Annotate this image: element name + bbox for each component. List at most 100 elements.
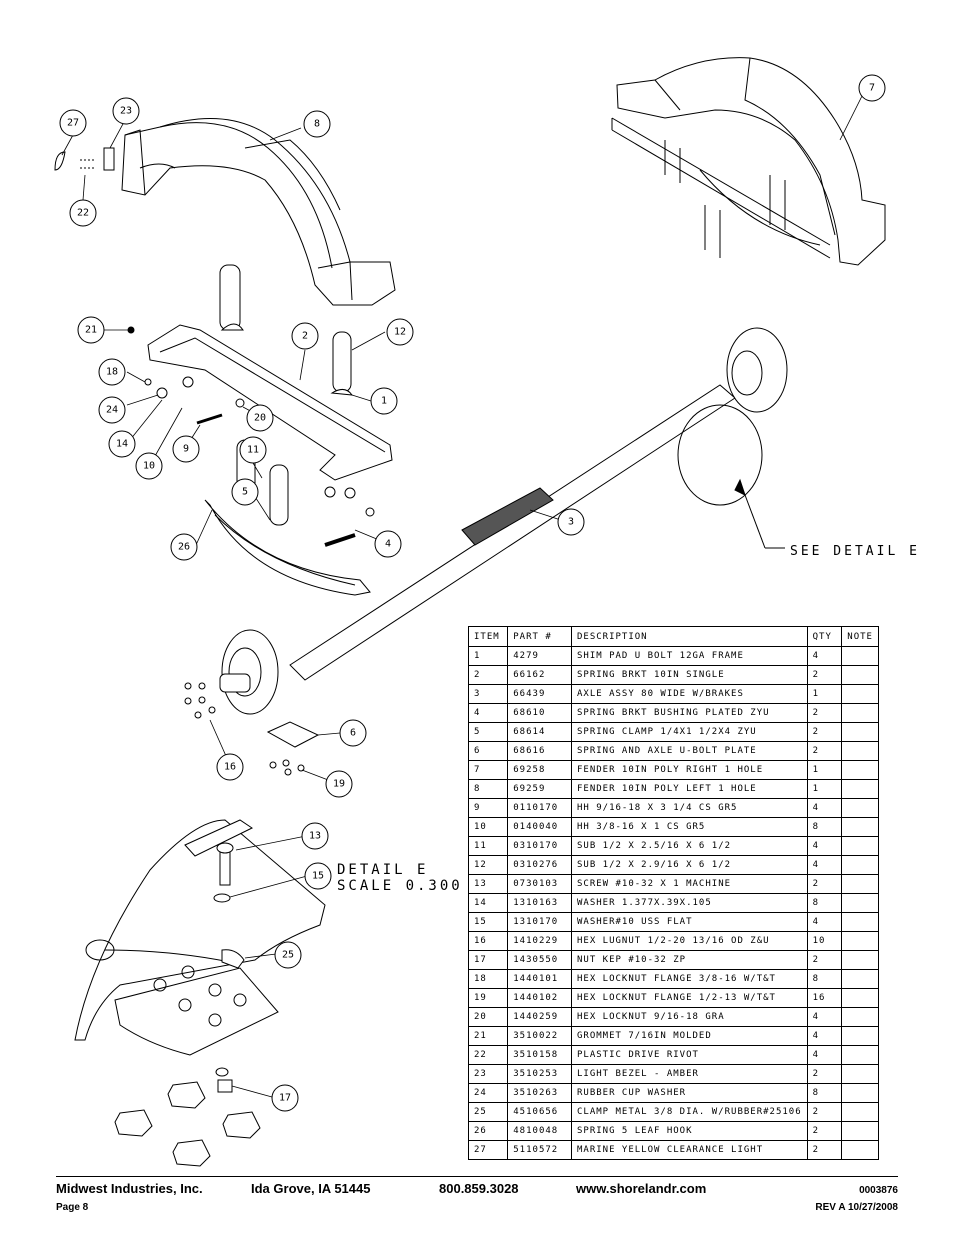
cell-qty: 4 <box>806 798 843 818</box>
header-qty: QTY <box>806 626 843 647</box>
cell-note <box>841 646 879 666</box>
callout-3: 3 <box>557 508 585 536</box>
svg-text:17: 17 <box>279 1093 291 1104</box>
cell-item: 25 <box>467 1102 509 1122</box>
header-description: DESCRIPTION <box>570 626 808 647</box>
cell-description: GROMMET 7/16IN MOLDED <box>570 1026 808 1046</box>
cell-qty: 10 <box>806 931 843 951</box>
callout-17: 17 <box>271 1084 299 1112</box>
cell-qty: 2 <box>806 703 843 723</box>
cell-part-number: 69259 <box>507 779 572 799</box>
callout-16: 16 <box>216 753 244 781</box>
cell-description: NUT KEP #10-32 ZP <box>570 950 808 970</box>
cell-qty: 2 <box>806 722 843 742</box>
callout-20: 20 <box>246 404 274 432</box>
cell-description: LIGHT BEZEL - AMBER <box>570 1064 808 1084</box>
cell-part-number: 4810048 <box>507 1121 572 1141</box>
cell-description: SUB 1/2 X 2.5/16 X 6 1/2 <box>570 836 808 856</box>
cell-item: 18 <box>467 969 509 989</box>
svg-text:11: 11 <box>247 445 259 456</box>
cell-description: HEX LOCKNUT FLANGE 3/8-16 W/T&T <box>570 969 808 989</box>
cell-qty: 1 <box>806 779 843 799</box>
svg-text:3: 3 <box>568 517 574 528</box>
cell-note <box>841 855 879 875</box>
cell-description: SCREW #10-32 X 1 MACHINE <box>570 874 808 894</box>
cell-item: 15 <box>467 912 509 932</box>
svg-text:6: 6 <box>350 728 356 739</box>
cell-item: 6 <box>467 741 509 761</box>
cell-qty: 8 <box>806 969 843 989</box>
cell-qty: 8 <box>806 893 843 913</box>
cell-note <box>841 836 879 856</box>
callout-4: 4 <box>374 530 402 558</box>
see-detail-e-label: SEE DETAIL E <box>790 544 920 559</box>
svg-text:13: 13 <box>309 831 321 842</box>
cell-item: 26 <box>467 1121 509 1141</box>
cell-qty: 4 <box>806 1007 843 1027</box>
cell-description: MARINE YELLOW CLEARANCE LIGHT <box>570 1140 808 1160</box>
svg-text:24: 24 <box>106 405 118 416</box>
cell-part-number: 0110170 <box>507 798 572 818</box>
cell-note <box>841 1007 879 1027</box>
cell-note <box>841 931 879 951</box>
cell-note <box>841 741 879 761</box>
cell-description: HH 3/8-16 X 1 CS GR5 <box>570 817 808 837</box>
cell-description: WASHER 1.377X.39X.105 <box>570 893 808 913</box>
svg-text:16: 16 <box>224 762 236 773</box>
cell-note <box>841 969 879 989</box>
header-note: NOTE <box>841 626 879 647</box>
cell-note <box>841 1140 879 1160</box>
cell-qty: 16 <box>806 988 843 1008</box>
cell-qty: 4 <box>806 1026 843 1046</box>
cell-part-number: 66439 <box>507 684 572 704</box>
cell-item: 13 <box>467 874 509 894</box>
cell-description: HEX LUGNUT 1/2-20 13/16 OD Z&U <box>570 931 808 951</box>
svg-text:2: 2 <box>302 331 308 342</box>
cell-item: 12 <box>467 855 509 875</box>
cell-description: WASHER#10 USS FLAT <box>570 912 808 932</box>
cell-part-number: 3510022 <box>507 1026 572 1046</box>
footer-doc-number: 0003876 <box>859 1185 898 1196</box>
cell-part-number: 1410229 <box>507 931 572 951</box>
cell-description: SHIM PAD U BOLT 12GA FRAME <box>570 646 808 666</box>
cell-note <box>841 798 879 818</box>
svg-text:12: 12 <box>394 327 406 338</box>
cell-note <box>841 950 879 970</box>
cell-qty: 4 <box>806 912 843 932</box>
cell-item: 8 <box>467 779 509 799</box>
cell-description: PLASTIC DRIVE RIVOT <box>570 1045 808 1065</box>
cell-item: 5 <box>467 722 509 742</box>
callout-19: 19 <box>325 770 353 798</box>
detail-e-drawing <box>74 819 326 1167</box>
svg-text:14: 14 <box>116 439 128 450</box>
callout-9: 9 <box>172 435 200 463</box>
cell-part-number: 68610 <box>507 703 572 723</box>
callout-27: 27 <box>59 109 87 137</box>
footer-phone: 800.859.3028 <box>439 1181 519 1196</box>
spring-bracket-assembly <box>127 264 393 596</box>
header-item: ITEM <box>467 626 509 647</box>
callout-21: 21 <box>77 316 105 344</box>
cell-qty: 2 <box>806 1121 843 1141</box>
cell-part-number: 1440101 <box>507 969 572 989</box>
callout-18: 18 <box>98 358 126 386</box>
cell-qty: 1 <box>806 684 843 704</box>
svg-text:10: 10 <box>143 461 155 472</box>
cell-qty: 8 <box>806 817 843 837</box>
cell-part-number: 69258 <box>507 760 572 780</box>
cell-qty: 2 <box>806 1140 843 1160</box>
detail-e-scale: SCALE 0.300 <box>337 878 463 894</box>
footer-company: Midwest Industries, Inc. <box>56 1181 203 1196</box>
